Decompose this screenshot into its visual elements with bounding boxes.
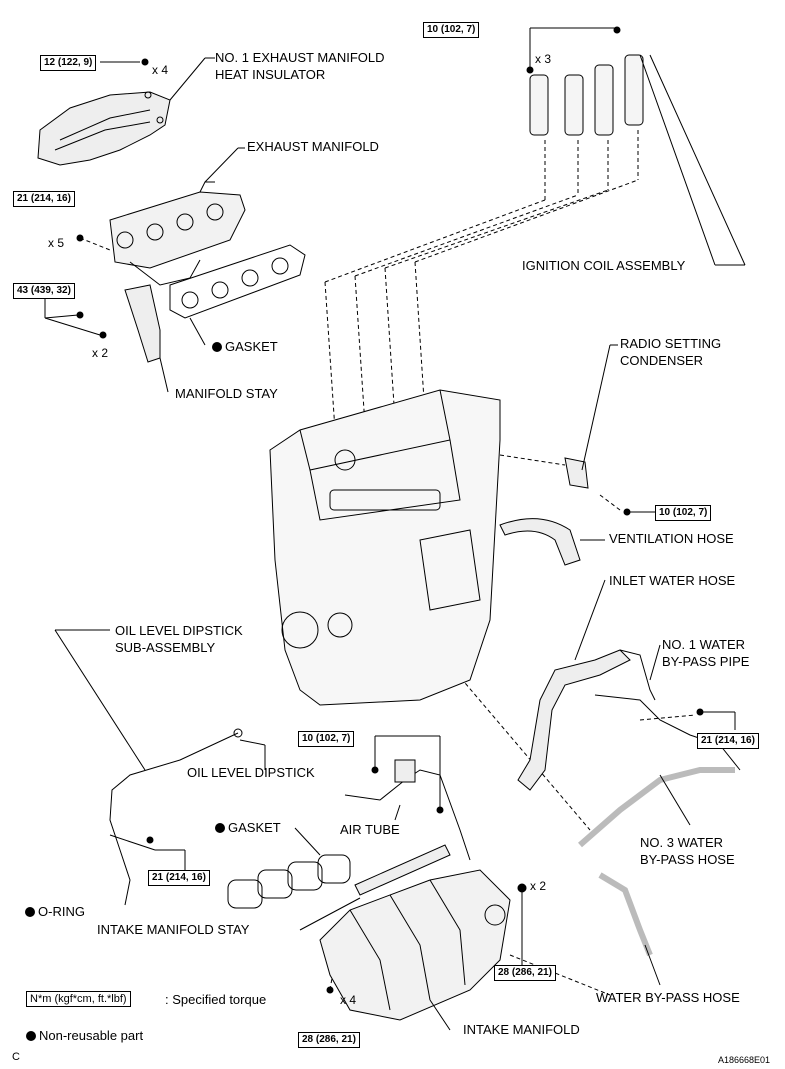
label-air-tube: AIR TUBE [340, 822, 400, 837]
nonreusable-marker-icon [212, 342, 222, 352]
intake-gasket-part [227, 854, 351, 909]
no3-bypass-hose-part [578, 767, 735, 848]
corner-label-right: A186668E01 [718, 1055, 771, 1065]
label-bypass-hose3-2: BY-PASS HOSE [640, 852, 735, 867]
label-bypass-pipe: NO. 1 WATER [662, 637, 746, 652]
torque-dipstick: 21 (214, 16) [148, 870, 210, 886]
inlet-water-hose-part [517, 649, 631, 791]
label-bypass-hose3: NO. 3 WATER [640, 835, 724, 850]
torque-exhaust: 21 (214, 16) [13, 191, 75, 207]
label-exhaust-insulator-2: HEAT INSULATOR [215, 67, 326, 82]
label-ignition-coil: IGNITION COIL ASSEMBLY [522, 258, 686, 273]
label-bypass-pipe-2: BY-PASS PIPE [662, 654, 750, 669]
torque-insulator: 12 (122, 9) [40, 55, 97, 71]
ignition-coils-part [529, 54, 644, 136]
ventilation-hose-part [499, 518, 581, 566]
legend-nonreusable: Non-reusable part [26, 1028, 143, 1044]
nonreusable-marker-icon [26, 1031, 36, 1041]
legend-torque-text: : Specified torque [165, 992, 267, 1007]
intake-stay-part [354, 844, 451, 896]
label-intake-manifold: INTAKE MANIFOLD [463, 1022, 580, 1037]
engine-block-part [269, 389, 501, 706]
label-gasket-intake: GASKET [215, 820, 281, 836]
label-exhaust-insulator: NO. 1 EXHAUST MANIFOLD [215, 50, 385, 65]
corner-label-left: C [12, 1051, 20, 1063]
intake-manifold-part [319, 869, 511, 1021]
qty-intake-right: x 2 [530, 879, 547, 893]
label-intake-stay: INTAKE MANIFOLD STAY [97, 922, 250, 937]
torque-coil: 10 (102, 7) [423, 22, 480, 38]
torque-intake-right: 28 (286, 21) [494, 965, 556, 981]
torque-air: 10 (102, 7) [298, 731, 355, 747]
label-manifold-stay: MANIFOLD STAY [175, 386, 278, 401]
water-bypass-pipe-part [594, 694, 741, 771]
qty-coil: x 3 [535, 52, 552, 66]
qty-intake-bottom: x 4 [340, 993, 357, 1007]
label-oil-dipstick-sub-2: SUB-ASSEMBLY [115, 640, 216, 655]
oil-dipstick-part [109, 732, 239, 906]
radio-condenser-part [564, 457, 589, 489]
torque-bypass: 21 (214, 16) [697, 733, 759, 749]
legend-torque-box: N*m (kgf*cm, ft.*lbf) [26, 991, 131, 1007]
exhaust-manifold-part [109, 181, 246, 286]
label-oil-dipstick: OIL LEVEL DIPSTICK [187, 765, 315, 780]
torque-intake-bottom: 28 (286, 21) [298, 1032, 360, 1048]
label-radio-condenser: RADIO SETTING [620, 336, 722, 351]
nonreusable-marker-icon [25, 907, 35, 917]
exhaust-gasket-part [169, 244, 306, 319]
air-tube-part [344, 769, 471, 861]
heat-insulator-part [37, 91, 171, 166]
qty-exhaust: x 5 [48, 236, 65, 250]
torque-condenser: 10 (102, 7) [655, 505, 712, 521]
label-ventilation-hose: VENTILATION HOSE [609, 531, 734, 546]
water-bypass-hose-part [598, 872, 653, 957]
label-o-ring: O-RING [25, 904, 85, 920]
torque-stay: 43 (439, 32) [13, 283, 75, 299]
qty-insulator: x 4 [152, 63, 169, 77]
label-oil-dipstick-sub: OIL LEVEL DIPSTICK [115, 623, 243, 638]
label-gasket-exhaust: GASKET [212, 339, 278, 355]
qty-stay: x 2 [92, 346, 109, 360]
label-water-bypass-hose: WATER BY-PASS HOSE [596, 990, 740, 1005]
nonreusable-marker-icon [215, 823, 225, 833]
label-radio-condenser-2: CONDENSER [620, 353, 704, 368]
label-inlet-water-hose: INLET WATER HOSE [609, 573, 736, 588]
manifold-stay-part [124, 284, 161, 363]
label-exhaust-manifold: EXHAUST MANIFOLD [247, 139, 379, 154]
